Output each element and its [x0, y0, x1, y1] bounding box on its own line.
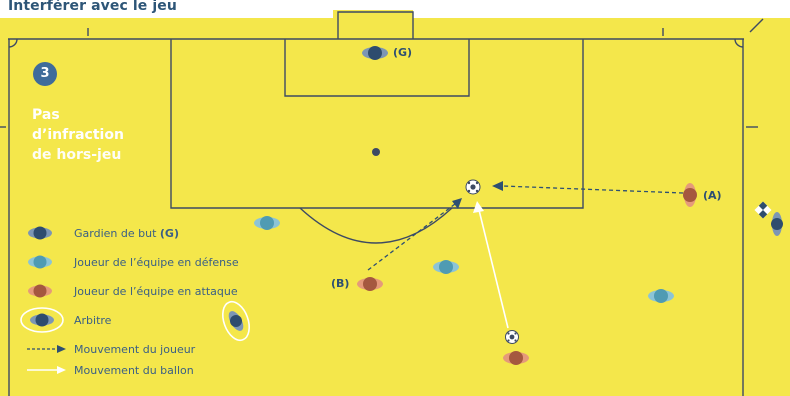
legend-ball-movement-icon: [27, 366, 66, 374]
scenario-headline: Pas d’infraction de hors-jeu: [32, 105, 124, 165]
pitch-surface: [0, 18, 790, 396]
penalty-spot: [372, 148, 380, 156]
headline-line-3: de hors-jeu: [32, 147, 122, 163]
legend-defender-label: Joueur de l’équipe en défense: [74, 256, 239, 269]
arrowhead: [473, 201, 484, 213]
arrowhead: [492, 181, 503, 191]
player-movement-arrow-b: [367, 203, 456, 271]
defender-marker: [254, 216, 280, 230]
legend-attacker-icon: [28, 284, 52, 298]
corner-arc-right: [734, 38, 744, 48]
defender-marker: [648, 289, 674, 303]
goalkeeper-label: (G): [393, 46, 413, 59]
legend-player-movement-icon: [27, 345, 66, 353]
goal-background: [333, 10, 413, 40]
legend-referee-label: Arbitre: [74, 314, 112, 327]
player-movement-arrow-a: [502, 185, 684, 194]
ball: [465, 179, 481, 195]
player-b-label: (B): [331, 277, 350, 290]
legend-goalkeeper-icon: [28, 226, 52, 240]
legend-goalkeeper-tag: (G): [159, 227, 179, 240]
referee-marker: [222, 300, 250, 342]
attacker-marker-b: [357, 277, 383, 291]
headline-line-2: d’infraction: [32, 127, 124, 143]
legend-goalkeeper-label: Gardien de but (G): [74, 227, 179, 240]
scenario-number-badge: 3: [33, 62, 57, 86]
legend-ball-movement-label: Mouvement du ballon: [74, 364, 194, 377]
page-title: Interférer avec le jeu: [8, 0, 177, 14]
arrowhead: [452, 198, 462, 209]
tick-mark: [749, 18, 764, 33]
corner-arc-left: [8, 38, 18, 48]
goal-area: [284, 39, 470, 97]
defender-marker: [433, 260, 459, 274]
attacker-marker-a: [683, 183, 697, 207]
goalkeeper-marker: [362, 46, 388, 60]
legend-referee-icon: [20, 307, 64, 333]
legend-player-movement-label: Mouvement du joueur: [74, 343, 196, 356]
ball: [505, 330, 519, 344]
headline-line-1: Pas: [32, 107, 60, 123]
legend-defender-icon: [28, 255, 52, 269]
ball-movement-arrow: [478, 209, 509, 329]
penalty-arc: [299, 207, 453, 244]
legend-goalkeeper-text: Gardien de but: [74, 227, 157, 240]
goal: [337, 11, 414, 39]
attacker-marker: [503, 351, 529, 365]
player-a-label: (A): [703, 189, 722, 202]
penalty-area: [170, 39, 584, 209]
legend-attacker-label: Joueur de l’équipe en attaque: [74, 285, 238, 298]
